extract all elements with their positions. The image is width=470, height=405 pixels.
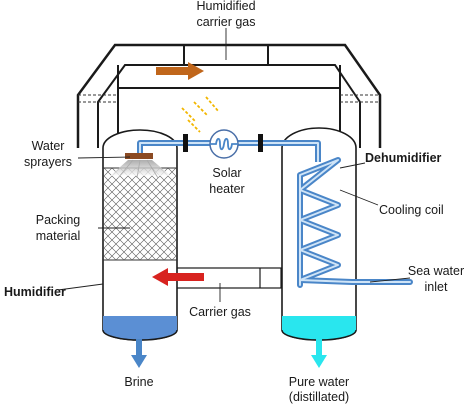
label-pure-water-2: (distillated) — [289, 390, 349, 404]
label-humidified-1: Humidified — [196, 0, 255, 13]
brine-pool — [103, 316, 177, 340]
pure-water-outlet-arrow — [311, 339, 327, 368]
label-sea-water-2: inlet — [425, 280, 448, 294]
label-solar-1: Solar — [212, 166, 241, 180]
packing-material-bed — [104, 168, 176, 260]
right-arrow-icon — [156, 62, 204, 80]
label-cooling-coil: Cooling coil — [379, 203, 444, 217]
label-brine: Brine — [124, 375, 153, 389]
brine-outlet-arrow — [131, 339, 147, 368]
label-water-sprayers-2: sprayers — [24, 155, 72, 169]
water-spray-cone — [110, 160, 171, 176]
humidifier-vessel — [102, 129, 178, 341]
left-arrow-icon — [152, 268, 204, 286]
label-dehumidifier: Dehumidifier — [365, 151, 442, 165]
label-solar-2: heater — [209, 182, 244, 196]
label-packing-1: Packing — [36, 213, 81, 227]
label-humidified-2: carrier gas — [196, 15, 255, 29]
labels: Humidified carrier gas Water sprayers So… — [4, 0, 464, 404]
label-packing-2: material — [36, 229, 80, 243]
top-duct — [76, 43, 382, 148]
pure-water-pool — [282, 316, 356, 340]
label-humidifier: Humidifier — [4, 285, 66, 299]
duct-dashed-lines — [78, 94, 380, 103]
label-pure-water-1: Pure water — [289, 375, 349, 389]
label-carrier-gas: Carrier gas — [189, 305, 251, 319]
label-sea-water-1: Sea water — [408, 264, 464, 278]
label-water-sprayers-1: Water — [32, 139, 65, 153]
solar-heater-icon — [209, 129, 239, 159]
sun-rays — [181, 96, 220, 133]
leader-lines — [57, 28, 411, 302]
water-sprayer-bar — [125, 153, 153, 159]
